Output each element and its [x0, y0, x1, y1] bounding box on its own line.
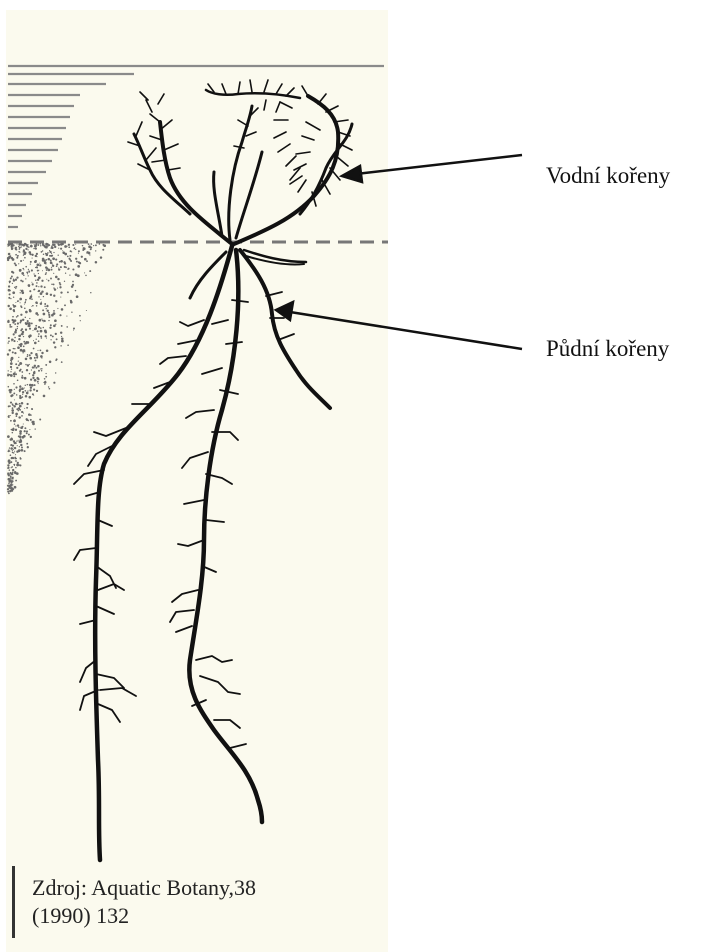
caption-line-2: (1990) 132	[32, 902, 256, 930]
illustration-panel	[6, 10, 388, 952]
source-caption: Zdroj: Aquatic Botany,38 (1990) 132	[32, 874, 256, 930]
caption-line-1: Zdroj: Aquatic Botany,38	[32, 874, 256, 902]
caption-bar	[12, 866, 15, 938]
water-roots-label: Vodní kořeny	[546, 163, 670, 189]
soil-roots-label: Půdní kořeny	[546, 336, 669, 362]
